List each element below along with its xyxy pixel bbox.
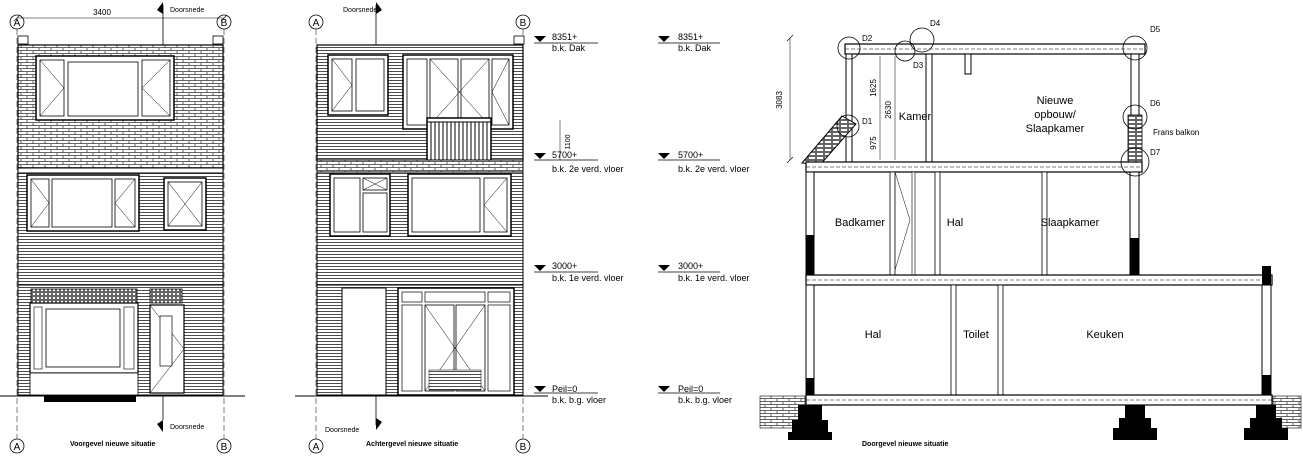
balcony-height-dimension: 1100 [565,134,572,149]
frans-balkon-label: Frans balkon [1153,128,1199,137]
rear-elevation-caption: Achtergevel nieuwe situatie [366,441,458,448]
svg-text:3400: 3400 [93,8,111,17]
section-label-top: Doorsnede [343,7,377,14]
section-label-top: Doorsnede [170,7,204,14]
room-label-opbouw-1: Nieuwe [1037,95,1074,107]
room-label-badkamer: Badkamer [835,217,885,229]
section-caption: Doorgevel nieuwe situatie [862,441,948,448]
section-label-bottom: Doorsnede [325,427,359,434]
axis-marker-b-top: B [515,14,531,30]
level-marker-first-floor: 3000+ b.k. 1e verd. vloer [658,261,750,283]
svg-text:D7: D7 [1150,148,1161,157]
level-marker-ground: Peil=0 b.k. b.g. vloer [534,384,606,405]
room-label-opbouw-3: Slaapkamer [1026,123,1085,135]
svg-text:b.k. Dak: b.k. Dak [678,43,712,53]
level-marker-ground: Peil=0 b.k. b.g. vloer [658,384,732,405]
axis-marker-a-top: A [9,14,25,30]
cross-section: 3083 1625 975 2630 Kamer Nieuwe opbouw/ … [759,19,1302,448]
axis-marker-b-bottom: B [515,438,531,454]
dimension-975: 975 [869,136,878,150]
level-markers-section: 8351+ b.k. Dak 5700+ b.k. 2e verd. vloer… [658,32,750,405]
svg-text:8351+: 8351+ [552,32,577,42]
dimension-1625: 1625 [869,79,878,97]
level-marker-second-floor: 5700+ b.k. 2e verd. vloer [534,150,624,174]
svg-text:3000+: 3000+ [678,261,703,271]
svg-text:B: B [520,18,527,29]
room-label-hal-ground: Hal [865,329,882,341]
axis-marker-a-bottom: A [9,438,25,454]
svg-text:D6: D6 [1150,99,1161,108]
detail-marker-d2: D2 [837,34,873,60]
axis-marker-a-bottom: A [308,438,324,454]
front-elevation: A B 3400 Doorsnede Doorsnede [0,2,245,454]
svg-text:Peil=0: Peil=0 [552,384,577,394]
svg-text:D2: D2 [862,34,873,43]
svg-text:A: A [313,18,320,29]
svg-text:A: A [14,442,21,453]
level-marker-roof: 8351+ b.k. Dak [534,32,598,53]
svg-text:b.k. b.g. vloer: b.k. b.g. vloer [678,395,732,405]
svg-text:A: A [313,442,320,453]
svg-text:B: B [221,442,228,453]
axis-marker-a-top: A [308,14,324,30]
svg-text:8351+: 8351+ [678,32,703,42]
svg-text:b.k. 2e verd. vloer: b.k. 2e verd. vloer [678,164,750,174]
level-markers-rear: 8351+ b.k. Dak 5700+ b.k. 2e verd. vloer… [534,32,624,405]
detail-marker-d5: D5 [1122,25,1161,61]
detail-marker-d1: D1 [836,114,873,138]
svg-text:Peil=0: Peil=0 [678,384,703,394]
detail-marker-d4: D4 [909,19,941,53]
axis-marker-b-bottom: B [216,438,232,454]
svg-text:B: B [221,18,228,29]
detail-marker-d6: D6 [1122,99,1161,130]
french-balcony-railing [426,117,492,163]
level-marker-roof: 8351+ b.k. Dak [658,32,720,53]
room-label-hal-first: Hal [947,217,964,229]
detail-marker-d7: D7 [1120,147,1161,177]
dimension-2630: 2630 [884,101,893,119]
room-label-slaapkamer: Slaapkamer [1041,217,1100,229]
room-label-keuken: Keuken [1086,329,1123,341]
room-label-toilet: Toilet [963,329,989,341]
svg-text:b.k. 1e verd. vloer: b.k. 1e verd. vloer [552,273,624,283]
svg-text:D4: D4 [930,19,941,28]
svg-text:b.k. b.g. vloer: b.k. b.g. vloer [552,395,606,405]
svg-text:D5: D5 [1150,25,1161,34]
svg-text:b.k. 1e verd. vloer: b.k. 1e verd. vloer [678,273,750,283]
front-elevation-caption: Voorgevel nieuwe situatie [70,441,156,448]
width-dimension: 3400 [13,8,228,22]
axis-marker-b-top: B [216,14,232,30]
svg-text:5700+: 5700+ [678,150,703,160]
level-marker-second-floor: 5700+ b.k. 2e verd. vloer [658,150,750,174]
room-label-kamer: Kamer [899,111,932,123]
svg-text:A: A [14,18,21,29]
level-marker-first-floor: 3000+ b.k. 1e verd. vloer [534,261,624,283]
svg-text:3000+: 3000+ [552,261,577,271]
dimension-total: 3083 [775,91,784,109]
svg-text:B: B [520,442,527,453]
room-label-opbouw-2: opbouw/ [1034,109,1077,121]
detail-marker-d3: D3 [894,40,924,70]
svg-text:b.k. Dak: b.k. Dak [552,43,586,53]
svg-text:5700+: 5700+ [552,150,577,160]
svg-text:D1: D1 [862,117,873,126]
svg-text:b.k. 2e verd. vloer: b.k. 2e verd. vloer [552,164,624,174]
section-label-bottom: Doorsnede [170,424,204,431]
rear-elevation: A B Doorsnede Doorsnede [295,2,572,454]
svg-text:D3: D3 [913,61,924,70]
